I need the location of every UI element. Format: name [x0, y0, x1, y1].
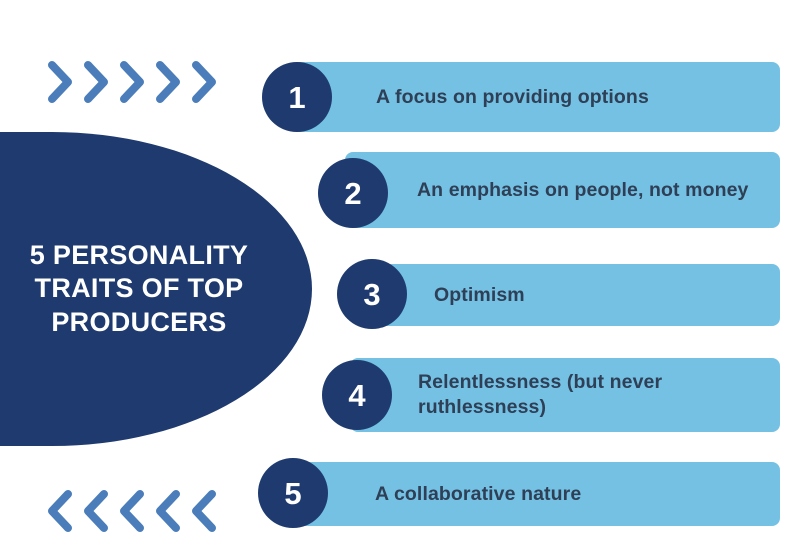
trait-number-badge: 4: [322, 360, 392, 430]
trait-bar[interactable]: A collaborative nature: [285, 462, 780, 526]
trait-label: Optimism: [434, 283, 525, 306]
chevron-right-icon: [188, 57, 222, 107]
chevron-left-icon: [80, 486, 114, 536]
chevron-left-icon: [188, 486, 222, 536]
page-title: 5 PERSONALITY TRAITS OF TOP PRODUCERS: [29, 239, 249, 337]
chevron-left-icon: [44, 486, 78, 536]
chevron-left-icon: [116, 486, 150, 536]
chevron-right-icon: [44, 57, 78, 107]
trait-label: Relentlessness (but never ruthlessness): [418, 371, 663, 418]
chevron-right-icon: [80, 57, 114, 107]
trait-label: A focus on providing options: [376, 85, 649, 108]
trait-number-badge: 5: [258, 458, 328, 528]
trait-bar[interactable]: Relentlessness (but never ruthlessness): [350, 358, 780, 432]
top-chevron-decoration: [44, 57, 224, 107]
trait-label: An emphasis on people, not money: [417, 178, 749, 201]
chevron-left-icon: [152, 486, 186, 536]
trait-bar[interactable]: An emphasis on people, not money: [345, 152, 780, 228]
trait-number-badge: 3: [337, 259, 407, 329]
trait-number-badge: 1: [262, 62, 332, 132]
chevron-right-icon: [116, 57, 150, 107]
bottom-chevron-decoration: [44, 486, 224, 536]
trait-label: A collaborative nature: [375, 482, 582, 505]
chevron-right-icon: [152, 57, 186, 107]
trait-number-badge: 2: [318, 158, 388, 228]
trait-bar[interactable]: Optimism: [360, 264, 780, 326]
trait-bar[interactable]: A focus on providing options: [292, 62, 780, 132]
title-panel: 5 PERSONALITY TRAITS OF TOP PRODUCERS: [0, 132, 312, 446]
